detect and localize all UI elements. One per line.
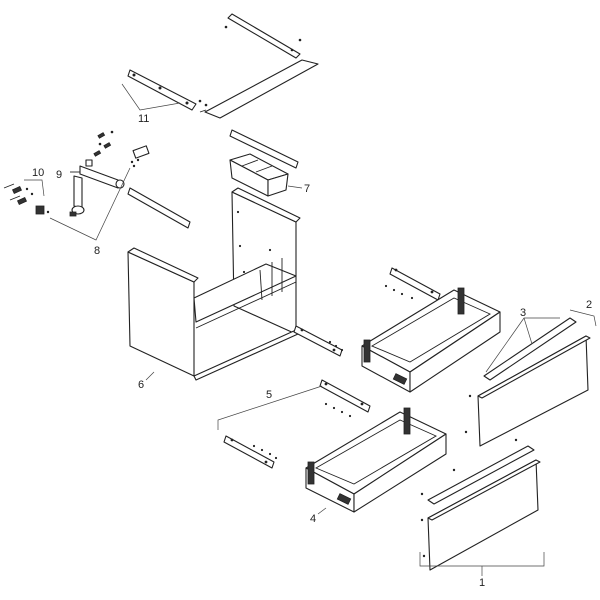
label-8: 8 (94, 245, 100, 257)
slide-lower-left (223, 435, 278, 469)
label-10: 10 (32, 167, 44, 179)
drawer-lower-part-4 (305, 407, 456, 513)
label-6: 6 (138, 379, 144, 391)
trim-strip-lower (420, 445, 535, 505)
storage-box-part-7 (229, 153, 289, 197)
label-11: 11 (138, 113, 149, 125)
drawer-upper (361, 287, 501, 393)
slide-upper-left (293, 325, 344, 357)
siphon-part-9 (69, 159, 125, 217)
leader-8 (49, 167, 131, 241)
label-1: 1 (479, 577, 485, 589)
label-4: 4 (310, 513, 316, 525)
rail-part-11 (127, 69, 208, 111)
carcass-part-6 (127, 187, 301, 381)
back-rail (229, 129, 299, 169)
label-5: 5 (266, 389, 272, 401)
side-rail-left (127, 187, 191, 229)
leader-6 (145, 371, 155, 381)
front-panel-upper-part-2 (464, 335, 591, 447)
label-7: 7 (304, 183, 310, 195)
hardware-part-8 (35, 130, 150, 215)
leader-3b (523, 317, 533, 345)
label-9: 9 (56, 169, 62, 181)
front-panel-lower-part-1 (420, 459, 541, 571)
slide-lower-right (319, 379, 371, 418)
leader-2 (569, 309, 597, 327)
slide-upper-right (384, 267, 441, 301)
trim-strip-upper (483, 317, 577, 381)
leader-10 (24, 179, 45, 197)
brackets-part-10 (3, 183, 34, 206)
label-2: 2 (586, 299, 592, 311)
leader-11 (121, 83, 181, 111)
label-3: 3 (520, 307, 526, 319)
leader-4 (317, 507, 327, 515)
top-panel (199, 13, 319, 119)
leader-7 (287, 185, 303, 189)
leader-5 (217, 385, 323, 430)
